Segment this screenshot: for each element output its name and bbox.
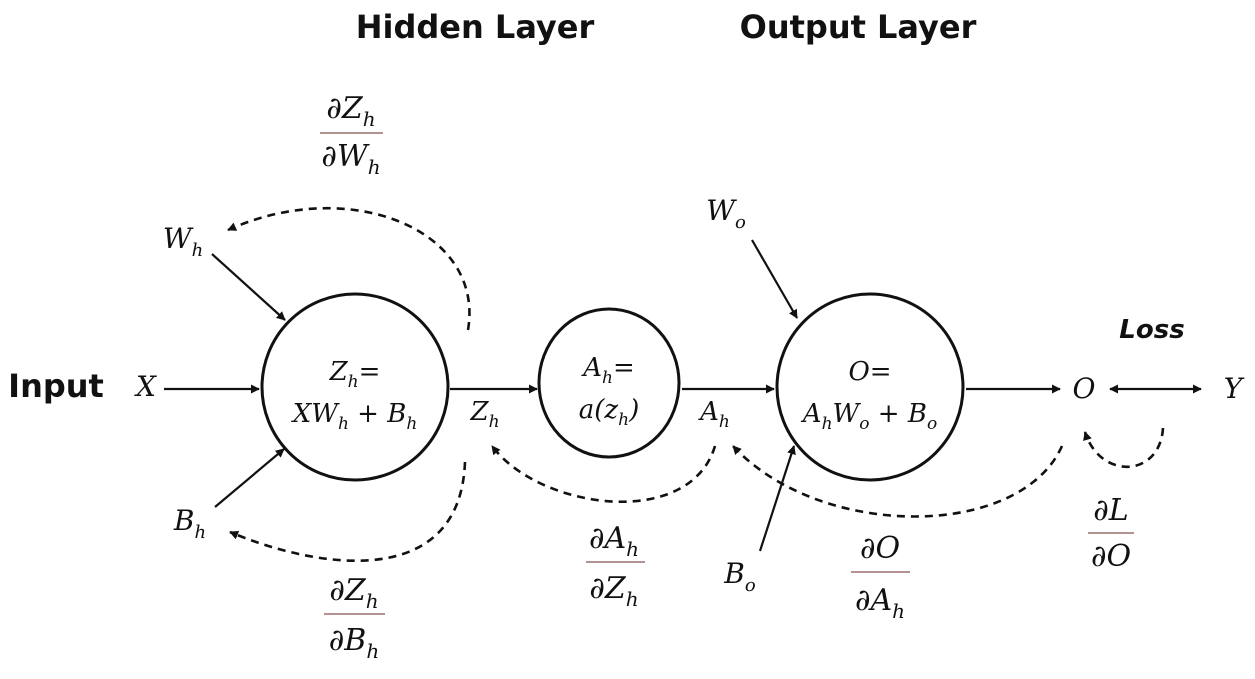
label-wh: Wh — [163, 222, 203, 261]
label-bh: Bh — [173, 504, 206, 543]
hidden-linear-node: Zh= XWh + Bh — [260, 292, 450, 482]
input-label: Input — [8, 367, 104, 405]
fraction-dz-dw-denominator: ∂Wh — [321, 139, 380, 179]
fraction-dl-do: ∂L ∂O — [1088, 493, 1134, 574]
fraction-dz-db: ∂Zh ∂Bh — [324, 573, 385, 663]
hidden-node-line1: Zh= — [329, 357, 381, 392]
output-linear-node: O= AhWo + Bo — [775, 292, 965, 482]
output-node-line2: AhWo + Bo — [801, 399, 937, 434]
output-layer-title: Output Layer — [740, 8, 977, 46]
arrow-bh-to-hidden — [214, 448, 285, 508]
label-bo: Bo — [723, 557, 756, 596]
fraction-do-da-numerator: ∂O — [860, 531, 900, 566]
activation-node: Ah= a(zh) — [537, 307, 681, 459]
loss-label: Loss — [1119, 315, 1184, 345]
arrow-wh-to-hidden — [211, 253, 286, 321]
label-ah: Ah — [698, 397, 730, 432]
fraction-dz-db-denominator: ∂Bh — [329, 623, 379, 663]
fraction-do-da: ∂O ∂Ah — [851, 531, 910, 623]
hidden-node-line2: XWh + Bh — [291, 399, 418, 434]
label-zh: Zh — [469, 397, 499, 432]
grad-arrow-da-dz — [490, 445, 717, 503]
activation-node-line1: Ah= — [581, 353, 635, 388]
arrow-wo-to-output — [751, 239, 798, 319]
fraction-dz-db-numerator: ∂Zh — [329, 573, 378, 613]
label-wo: Wo — [706, 194, 746, 233]
fraction-dl-do-numerator: ∂L — [1093, 493, 1128, 528]
fraction-do-da-denominator: ∂Ah — [855, 583, 905, 623]
fraction-dz-dw-numerator: ∂Zh — [326, 91, 375, 131]
fraction-da-dz: ∂Ah ∂Zh — [586, 521, 645, 611]
fraction-dz-dw: ∂Zh ∂Wh — [320, 91, 383, 179]
fraction-da-dz-numerator: ∂Ah — [589, 521, 639, 561]
fraction-dl-do-denominator: ∂O — [1091, 539, 1131, 574]
fraction-da-dz-denominator: ∂Zh — [589, 571, 638, 611]
label-o: O — [1073, 372, 1096, 405]
grad-arrow-dl-do — [1083, 427, 1165, 469]
activation-node-line2: a(zh) — [579, 395, 639, 430]
grad-arrow-do-da — [732, 445, 1064, 518]
grad-arrow-dz-db — [229, 461, 467, 562]
label-x: X — [134, 370, 157, 403]
arrow-bo-to-output — [758, 445, 796, 552]
hidden-layer-title: Hidden Layer — [356, 8, 595, 46]
output-node-line1: O= — [848, 357, 891, 387]
label-y: Y — [1224, 372, 1245, 405]
